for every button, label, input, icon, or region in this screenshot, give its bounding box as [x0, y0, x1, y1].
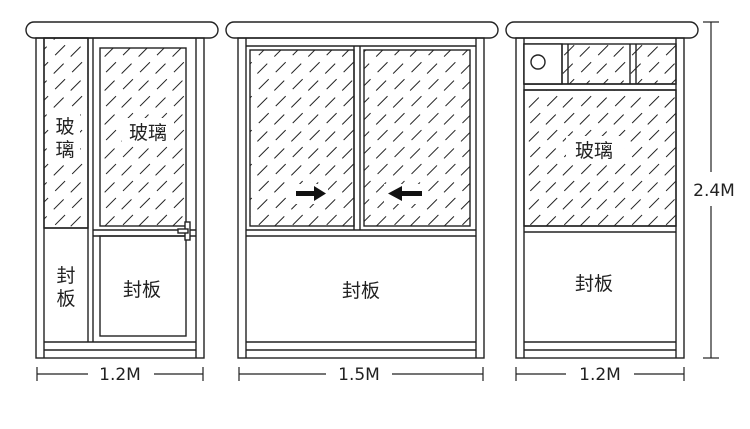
- middle-panel: [225, 21, 499, 359]
- middle-panel-frame: [237, 37, 485, 359]
- vent-icon: [530, 54, 546, 70]
- width-dimension-middle: [238, 367, 484, 381]
- arrow-right-icon: [296, 186, 326, 201]
- right-panel: [505, 21, 699, 359]
- height-label: 2.4M: [693, 181, 735, 201]
- left-width-label: 1.2M: [99, 365, 141, 385]
- left-panel-door-board: [99, 235, 187, 337]
- arrow-left-icon: [388, 186, 422, 201]
- left-upper-left-label-1: 玻: [55, 116, 74, 138]
- right-lower-label: 封板: [575, 273, 613, 295]
- left-panel-frame: [35, 37, 205, 359]
- middle-panel-arrows: [292, 184, 424, 204]
- right-width-label: 1.2M: [579, 365, 621, 385]
- right-panel-frame: [515, 37, 685, 359]
- left-upper-right-label: 玻璃: [129, 122, 167, 144]
- width-dimension-right: [515, 367, 685, 381]
- left-panel: [25, 21, 219, 359]
- left-panel-labels: 玻 璃 玻璃 封 板 封板: [50, 112, 174, 310]
- middle-lower-label: 封板: [342, 280, 380, 302]
- middle-width-label: 1.5M: [338, 365, 380, 385]
- left-panel-roof: [25, 21, 219, 39]
- left-lower-left-label-2: 板: [56, 288, 75, 310]
- left-upper-left-label-2: 璃: [55, 139, 74, 161]
- right-upper-label: 玻璃: [575, 140, 613, 162]
- width-dimension-left: [36, 367, 204, 381]
- right-panel-roof: [505, 21, 699, 39]
- height-dimension: [703, 21, 719, 359]
- middle-panel-roof: [225, 21, 499, 39]
- left-lower-left-label-1: 封: [56, 265, 75, 287]
- left-lower-right-label: 封板: [123, 279, 161, 301]
